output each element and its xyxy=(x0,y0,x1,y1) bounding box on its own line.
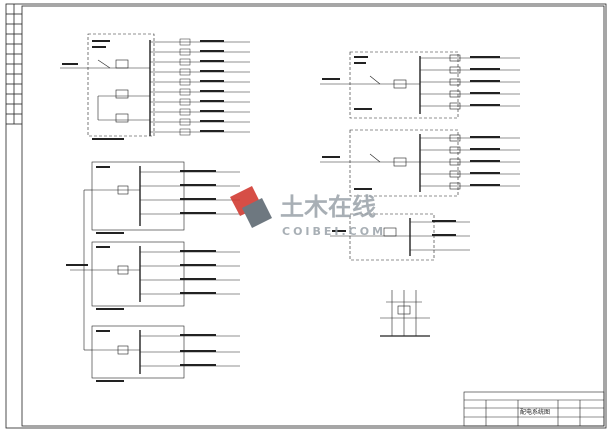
panel-left-3 xyxy=(91,325,240,379)
panel-right-middle-cable-labels xyxy=(322,136,500,190)
panel-top-right-cable-labels xyxy=(322,56,500,110)
panel-top-left-cable-labels xyxy=(62,40,224,140)
panel-right-small xyxy=(330,213,470,261)
watermark-brand-en: COIBEI.COM xyxy=(282,225,386,238)
drawing-frame xyxy=(5,3,607,429)
panel-left-1 xyxy=(91,161,240,231)
panel-right-small-cable-labels xyxy=(332,220,456,236)
left-panels-feeder xyxy=(70,189,92,351)
bottom-detail xyxy=(380,290,430,337)
title-block xyxy=(463,391,605,427)
title-block-drawing-title: 配电系统图 xyxy=(520,408,550,416)
panel-top-left xyxy=(60,33,155,137)
coibei-watermark-icon xyxy=(230,186,272,228)
panel-right-middle xyxy=(320,129,520,197)
panel-top-right xyxy=(320,51,520,119)
watermark-brand-cn: 土木在线 xyxy=(280,193,376,221)
left-panels-cable-labels xyxy=(66,166,216,382)
panel-left-2 xyxy=(91,241,240,307)
